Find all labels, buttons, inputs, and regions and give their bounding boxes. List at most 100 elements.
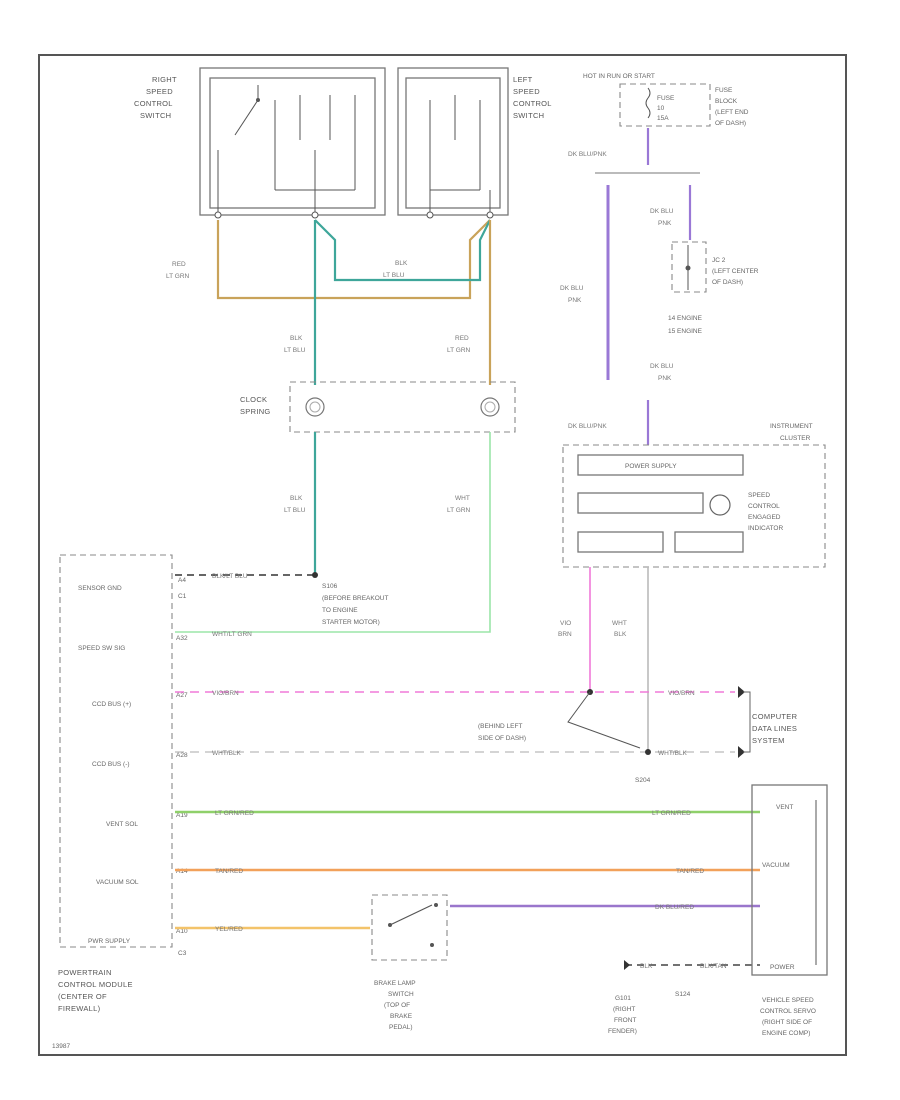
jc2-label-2: (LEFT CENTER xyxy=(712,268,759,275)
wire-label-blk-lt-blu-pcm: BLK/LT BLU xyxy=(212,573,248,580)
s124-label: S124 xyxy=(675,991,691,998)
wire-label-dk-blu: DK BLU xyxy=(560,285,584,292)
brake-lamp-label-4: BRAKE xyxy=(390,1013,413,1020)
wire-wht-lt-grn xyxy=(175,432,491,633)
clock-spring-box xyxy=(289,381,516,433)
wire-label-blk: BLK xyxy=(395,260,408,267)
wire-label-dk-blu-red: DK BLU/RED xyxy=(655,904,694,911)
pcm-pin-sensor-gnd: SENSOR GND xyxy=(78,585,122,592)
pcm-pin-vacuum-sol: VACUUM SOL xyxy=(96,879,139,886)
computer-data-label-1: COMPUTER xyxy=(752,712,798,721)
right-switch-label-4: SWITCH xyxy=(140,111,171,120)
pcm-box xyxy=(59,554,173,948)
brake-lamp-label-1: BRAKE LAMP xyxy=(374,980,416,987)
wire-label-pnk-r2: PNK xyxy=(658,375,672,382)
pcm-label-1: POWERTRAIN xyxy=(58,968,112,977)
pcm-c3: C3 xyxy=(178,950,187,957)
s106-label-1: S106 xyxy=(322,583,338,590)
s204-label: S204 xyxy=(635,777,651,784)
wire-label-lt-grn-3: LT GRN xyxy=(447,507,471,514)
right-speed-control-switch xyxy=(199,67,386,219)
wire-label-wht-v: WHT xyxy=(612,620,627,627)
fuse-block-label-1: FUSE xyxy=(715,87,733,94)
wire-label-brn: BRN xyxy=(558,631,572,638)
left-switch-label-1: LEFT xyxy=(513,75,533,84)
engine-wiring-1: 14 ENGINE xyxy=(668,315,703,322)
cluster-driver-block xyxy=(674,531,744,553)
wire-label-lt-grn-red-2: LT GRN/RED xyxy=(652,810,691,817)
clock-spring-coil-left xyxy=(305,397,325,417)
jc2-label-3: OF DASH) xyxy=(712,279,743,286)
servo-label-3: (RIGHT SIDE OF xyxy=(762,1019,812,1026)
jc2-box xyxy=(671,241,707,293)
pcm-connector-a27: A27 xyxy=(176,692,188,699)
indicator-label-3: ENGAGED xyxy=(748,514,781,521)
left-switch-label-3: CONTROL xyxy=(513,99,552,108)
computer-data-label-3: SYSTEM xyxy=(752,736,785,745)
servo-label-4: ENGINE COMP) xyxy=(762,1030,810,1037)
cluster-logic-block xyxy=(577,492,704,514)
instrument-cluster-label-2: CLUSTER xyxy=(780,435,811,442)
wire-label-dk-blu-pnk-top: DK BLU/PNK xyxy=(568,151,607,158)
wire-label-red: RED xyxy=(172,261,186,268)
splice-s106 xyxy=(312,572,318,578)
pcm-label-2: CONTROL MODULE xyxy=(58,980,133,989)
s106-label-3: TO ENGINE xyxy=(322,607,358,614)
behind-left-label-1: (BEHIND LEFT xyxy=(478,723,522,730)
g101-label-3: FRONT xyxy=(614,1017,636,1024)
wire-label-wht-lt-grn-pcm: WHT/LT GRN xyxy=(212,631,252,638)
servo-label-2: CONTROL SERVO xyxy=(760,1008,816,1015)
wire-label-blk-v: BLK xyxy=(614,631,627,638)
footer-code: 13987 xyxy=(52,1043,70,1050)
speed-control-indicator-lamp xyxy=(709,494,731,516)
clock-spring-label-2: SPRING xyxy=(240,407,271,416)
wire-label-lt-blu-2: LT BLU xyxy=(284,347,306,354)
right-switch-label-1: RIGHT xyxy=(152,75,177,84)
indicator-label-4: INDICATOR xyxy=(748,525,783,532)
pcm-connector-a28: A28 xyxy=(176,752,188,759)
fuse-block-label-3: (LEFT END xyxy=(715,109,749,116)
pcm-label-3: (CENTER OF xyxy=(58,992,107,1001)
hot-in-run-label: HOT IN RUN OR START xyxy=(583,73,655,80)
fuse-text-2: 10 xyxy=(657,105,665,112)
wire-label-tan-red-2: TAN/RED xyxy=(676,868,704,875)
jc2-label-1: JC 2 xyxy=(712,257,726,264)
pcm-pin-ccd-plus: CCD BUS (+) xyxy=(92,701,131,708)
diagram-frame xyxy=(38,54,847,1056)
wire-label-pnk-r: PNK xyxy=(658,220,672,227)
pcm-connector-a10: A10 xyxy=(176,928,188,935)
servo-pin-vacuum: VACUUM xyxy=(762,862,790,869)
pcm-connector-a14: A14 xyxy=(176,868,188,875)
left-switch-label-2: SPEED xyxy=(513,87,540,96)
g101-label-2: (RIGHT xyxy=(613,1006,635,1013)
power-supply-label: POWER SUPPLY xyxy=(625,463,677,470)
brake-lamp-label-5: PEDAL) xyxy=(389,1024,412,1031)
s106-label-2: (BEFORE BREAKOUT xyxy=(322,595,388,602)
pcm-pin-speed-sw: SPEED SW SIG xyxy=(78,645,125,652)
fuse-block-label-4: OF DASH) xyxy=(715,120,746,127)
wire-label-pnk: PNK xyxy=(568,297,582,304)
wire-label-lt-blu-3: LT BLU xyxy=(284,507,306,514)
clock-spring-coil-right xyxy=(480,397,500,417)
wire-label-vio-brn-1: VIO/BRN xyxy=(212,690,239,697)
servo-label-1: VEHICLE SPEED xyxy=(762,997,814,1004)
pcm-pin-pwr-supply: PWR SUPPLY xyxy=(88,938,131,945)
left-switch-label-4: SWITCH xyxy=(513,111,544,120)
engine-wiring-2: 15 ENGINE xyxy=(668,328,703,335)
pcm-pin-vent-sol: VENT SOL xyxy=(106,821,138,828)
wire-label-lt-grn-2: LT GRN xyxy=(447,347,471,354)
g101-label-4: FENDER) xyxy=(608,1028,637,1035)
servo-pin-vent: VENT xyxy=(776,804,793,811)
right-switch-label-2: SPEED xyxy=(146,87,173,96)
fuse-text-1: FUSE xyxy=(657,95,675,102)
pcm-c1-a: C1 xyxy=(178,593,187,600)
brake-lamp-label-3: (TOP OF xyxy=(384,1002,410,1009)
right-switch-label-3: CONTROL xyxy=(134,99,173,108)
behind-left-label-2: SIDE OF DASH) xyxy=(478,735,526,742)
g101-label-1: G101 xyxy=(615,995,631,1002)
fuse-block-label-2: BLOCK xyxy=(715,98,738,105)
pcm-connector-a4: A4 xyxy=(178,577,186,584)
instrument-cluster-label-1: INSTRUMENT xyxy=(770,423,813,430)
wire-label-blk-tan: BLK/TAN xyxy=(700,963,727,970)
wire-label-blk-3: BLK xyxy=(290,495,303,502)
